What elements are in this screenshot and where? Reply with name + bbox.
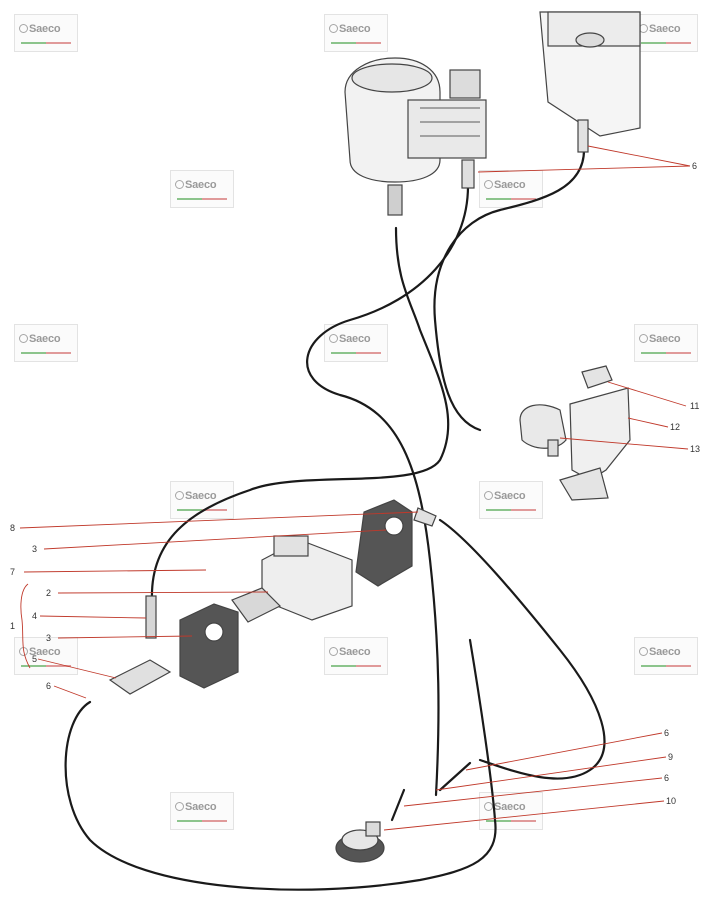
tube-inlet-loop	[64, 638, 497, 891]
valve-bracket	[519, 365, 631, 501]
tube-pump-outlet	[438, 518, 606, 780]
saeco-logo-icon: Saeco	[484, 490, 526, 502]
callout-6-upper: 6	[692, 161, 698, 171]
callout-8: 8	[10, 523, 16, 533]
tube-tank	[433, 148, 586, 432]
water-tubes	[64, 148, 606, 891]
callout-12: 12	[670, 422, 681, 432]
watermark: Saeco	[324, 637, 388, 675]
watermark: Saeco	[170, 792, 234, 830]
watermark: Saeco	[170, 170, 234, 208]
saeco-logo-icon: Saeco	[484, 179, 526, 191]
watermark: Saeco	[634, 324, 698, 362]
watermark: Saeco	[324, 324, 388, 362]
saeco-logo-icon: Saeco	[639, 646, 681, 658]
bottom-connector	[335, 821, 385, 863]
callout-6-bottom-a: 6	[664, 728, 670, 738]
saeco-logo-icon: Saeco	[175, 179, 217, 191]
saeco-logo-icon: Saeco	[329, 646, 371, 658]
saeco-logo-icon: Saeco	[484, 801, 526, 813]
watermark: Saeco	[14, 324, 78, 362]
leader-lines	[19, 145, 691, 831]
water-tank	[539, 11, 641, 153]
group-bracket	[20, 583, 31, 669]
boiler-assembly	[344, 57, 487, 216]
watermark: Saeco	[634, 637, 698, 675]
pump-assembly	[108, 499, 437, 695]
saeco-logo-icon: Saeco	[329, 23, 371, 35]
callout-7: 7	[10, 567, 16, 577]
callout-4: 4	[32, 611, 38, 621]
callout-11: 11	[690, 401, 700, 411]
saeco-logo-icon: Saeco	[19, 23, 61, 35]
saeco-logo-icon: Saeco	[19, 333, 61, 345]
watermark: Saeco	[634, 14, 698, 52]
callout-9: 9	[668, 752, 674, 762]
saeco-logo-icon: Saeco	[639, 333, 681, 345]
callout-3-upper: 3	[32, 544, 38, 554]
callout-5: 5	[32, 654, 38, 664]
tube-short-b	[438, 761, 472, 792]
watermark: Saeco	[324, 14, 388, 52]
callout-6-left: 6	[46, 681, 52, 691]
saeco-logo-icon: Saeco	[329, 333, 371, 345]
callout-3-lower: 3	[46, 633, 52, 643]
watermark: Saeco	[479, 792, 543, 830]
watermark: Saeco	[14, 14, 78, 52]
watermark: Saeco	[479, 481, 543, 519]
tube-boiler-right	[306, 184, 470, 797]
callout-1: 1	[10, 621, 16, 631]
callout-6-bottom-b: 6	[664, 773, 670, 783]
callout-10: 10	[666, 796, 677, 806]
callout-2: 2	[46, 588, 52, 598]
saeco-logo-icon: Saeco	[175, 490, 217, 502]
tube-short-a	[390, 788, 406, 822]
tube-boiler-left	[150, 226, 450, 602]
saeco-logo-icon: Saeco	[175, 801, 217, 813]
callout-13: 13	[690, 444, 701, 454]
